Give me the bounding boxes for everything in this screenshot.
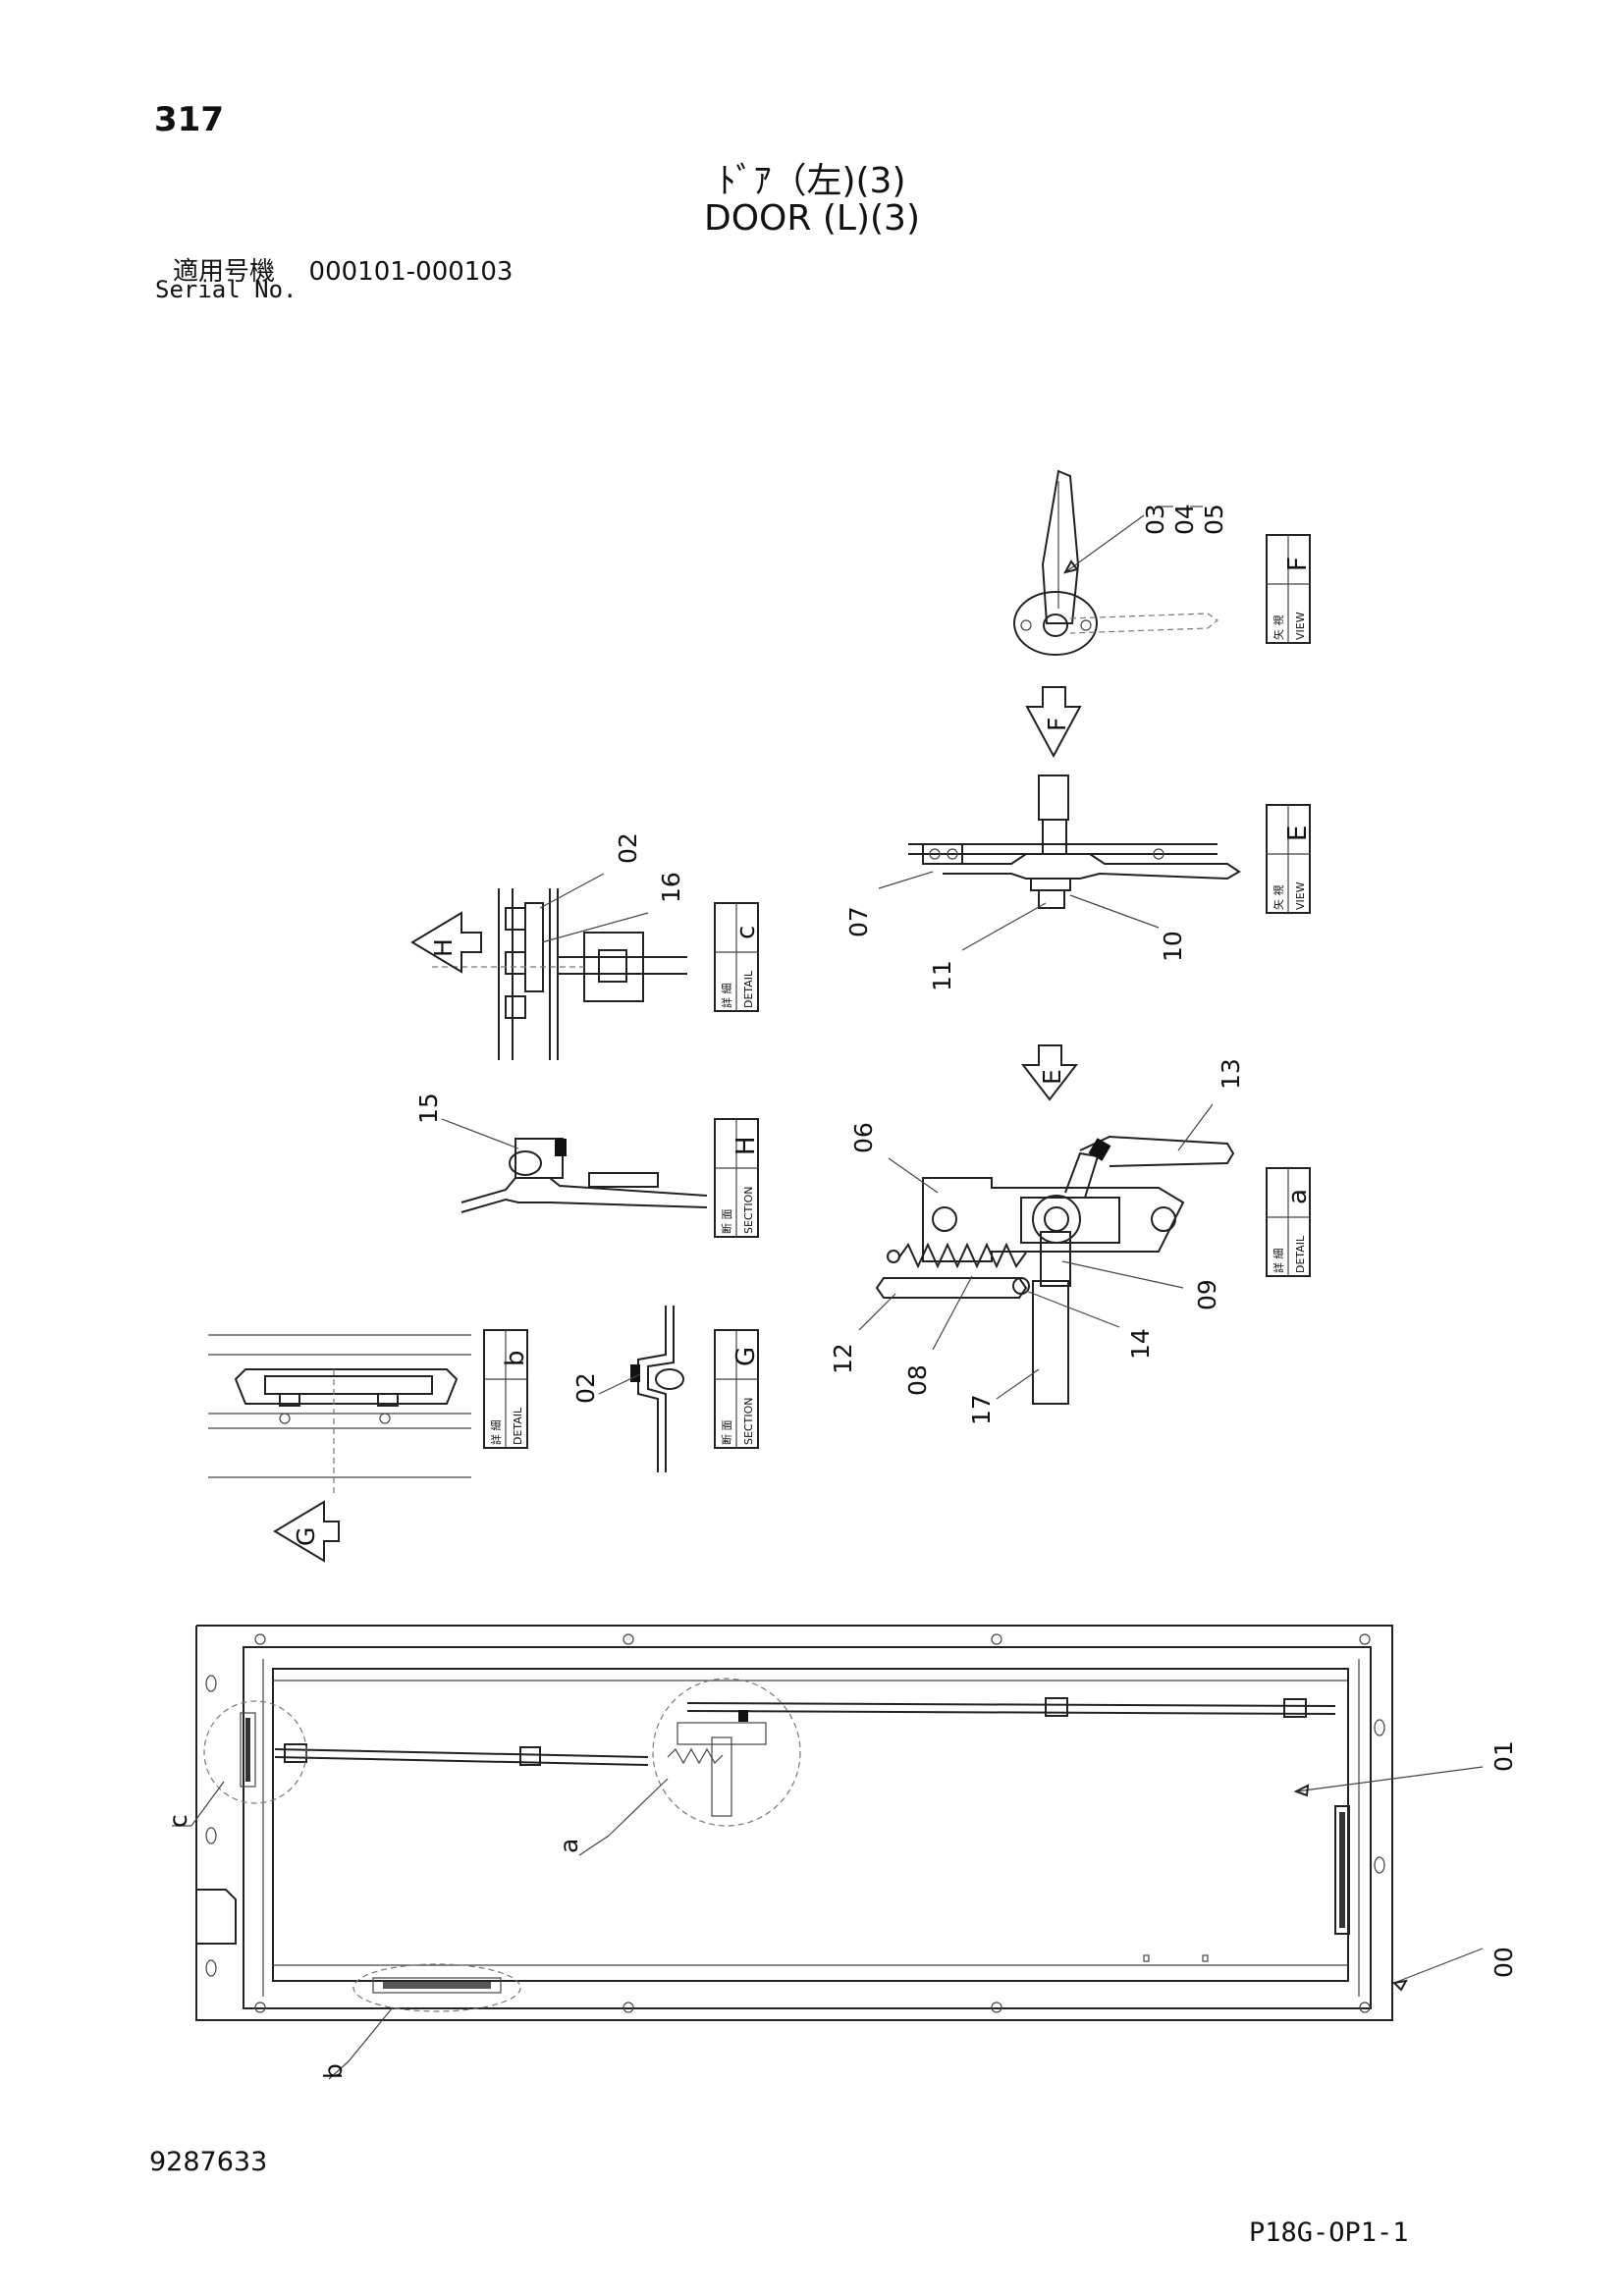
view-e-en: VIEW xyxy=(1294,881,1307,910)
section-h-en: SECTION xyxy=(742,1187,755,1234)
handle-view-f xyxy=(1013,469,1219,656)
part-label-14: 14 xyxy=(1126,1328,1155,1360)
door-panel xyxy=(195,1625,1393,2021)
section-h-box: H 断 面 SECTION xyxy=(714,1118,761,1238)
view-arrow-f: F xyxy=(1025,686,1082,759)
serial-label-jp: 適用号機 xyxy=(173,257,276,287)
serial-line: 適用号機 000101-000103 xyxy=(173,251,513,288)
part-label-17: 17 xyxy=(967,1394,996,1425)
part-label-02-lower: 02 xyxy=(571,1372,600,1404)
page-number: 317 xyxy=(154,100,224,139)
part-label-08: 08 xyxy=(903,1364,932,1396)
section-g-jp: 断 面 xyxy=(720,1420,733,1446)
view-arrow-g: G xyxy=(273,1500,340,1563)
part-label-12: 12 xyxy=(829,1343,857,1374)
lock-view-e xyxy=(908,774,1241,909)
section-g-letter: G xyxy=(731,1347,761,1366)
part-label-06: 06 xyxy=(849,1122,878,1153)
part-label-15: 15 xyxy=(414,1093,443,1124)
view-arrow-g-letter: G xyxy=(292,1527,320,1546)
detail-c-drawing xyxy=(432,888,687,1060)
title-english: DOOR (L)(3) xyxy=(704,198,920,239)
view-arrow-f-letter: F xyxy=(1043,718,1071,731)
view-f-letter: F xyxy=(1283,557,1313,571)
part-label-04: 04 xyxy=(1170,504,1199,535)
part-label-02-upper: 02 xyxy=(614,832,642,864)
view-arrow-e-letter: E xyxy=(1038,1069,1066,1085)
part-label-13: 13 xyxy=(1217,1058,1245,1090)
detail-marker-b: b xyxy=(319,2063,348,2079)
section-g-en: SECTION xyxy=(742,1398,755,1445)
view-e-letter: E xyxy=(1283,826,1313,841)
view-f-en: VIEW xyxy=(1294,612,1307,640)
serial-label-en: Serial No. xyxy=(155,276,298,303)
part-label-16: 16 xyxy=(657,872,685,903)
view-e-box: E 矢 視 VIEW xyxy=(1266,804,1313,914)
section-h-drawing xyxy=(460,1138,708,1213)
detail-b-box: b 詳 細 DETAIL xyxy=(483,1329,530,1449)
detail-b-drawing xyxy=(208,1334,471,1497)
section-h-letter: H xyxy=(731,1136,761,1155)
document-number: 9287633 xyxy=(149,2147,268,2177)
detail-b-jp: 詳 細 xyxy=(489,1420,503,1446)
serial-range: 000101-000103 xyxy=(308,257,514,287)
section-g-drawing xyxy=(630,1306,684,1472)
detail-b-letter: b xyxy=(501,1350,530,1366)
detail-a-box: a 詳 細 DETAIL xyxy=(1266,1167,1313,1277)
detail-b-en: DETAIL xyxy=(512,1407,524,1445)
part-label-03: 03 xyxy=(1141,504,1169,535)
page-code: P18G-OP1-1 xyxy=(1249,2217,1409,2248)
section-g-box: G 断 面 SECTION xyxy=(714,1329,761,1449)
detail-marker-c: c xyxy=(164,1814,192,1828)
title-japanese: ﾄﾞｱ（左)(3) xyxy=(718,161,906,201)
part-label-05: 05 xyxy=(1200,504,1228,535)
view-f-jp: 矢 視 xyxy=(1272,615,1285,641)
section-h-jp: 断 面 xyxy=(720,1209,733,1235)
detail-c-letter: c xyxy=(731,926,761,939)
detail-c-en: DETAIL xyxy=(742,970,755,1008)
detail-marker-a: a xyxy=(555,1839,583,1853)
detail-c-jp: 詳 細 xyxy=(720,984,733,1009)
part-label-09: 09 xyxy=(1193,1279,1221,1310)
view-arrow-e: E xyxy=(1020,1044,1079,1101)
detail-a-drawing xyxy=(875,1135,1235,1405)
view-arrow-h-letter: H xyxy=(429,938,458,957)
part-label-00: 00 xyxy=(1489,1947,1518,1978)
detail-a-en: DETAIL xyxy=(1294,1235,1307,1273)
view-arrow-h: H xyxy=(410,911,482,974)
detail-a-jp: 詳 細 xyxy=(1272,1249,1285,1274)
detail-c-box: c 詳 細 DETAIL xyxy=(714,902,761,1012)
part-label-07: 07 xyxy=(844,906,873,937)
part-label-10: 10 xyxy=(1159,931,1187,962)
part-label-01: 01 xyxy=(1489,1740,1518,1772)
view-e-jp: 矢 視 xyxy=(1272,885,1285,911)
view-f-box: F 矢 視 VIEW xyxy=(1266,534,1313,644)
detail-a-letter: a xyxy=(1283,1189,1313,1204)
part-label-11: 11 xyxy=(928,960,956,991)
